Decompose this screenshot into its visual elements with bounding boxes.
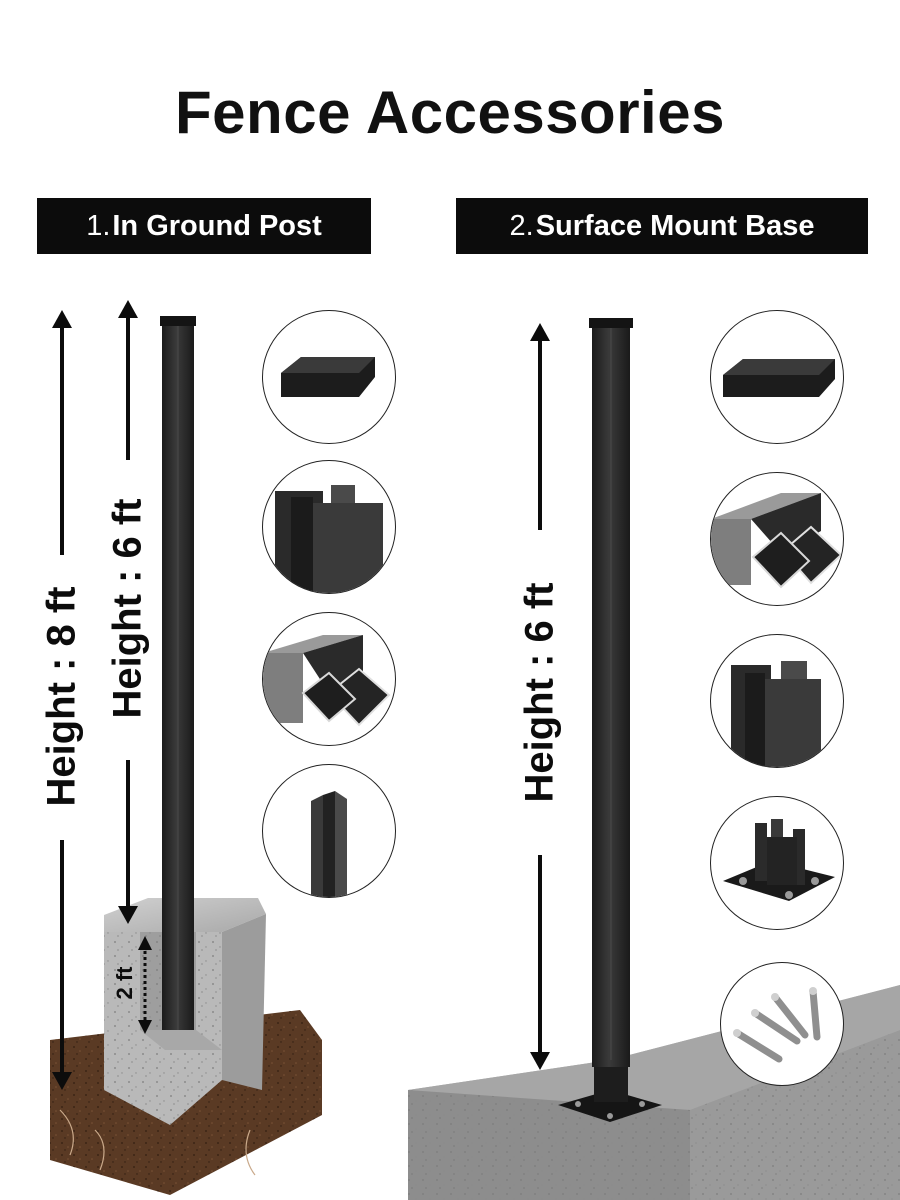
- page-title: Fence Accessories: [175, 79, 725, 146]
- height-6ft-arrow-right: [530, 323, 550, 1070]
- base-plate-icon: [710, 796, 844, 930]
- anchor-bolts-icon: [720, 962, 844, 1086]
- post-profile-icon: [262, 460, 396, 594]
- post-cap-icon: [710, 310, 844, 444]
- height-6ft-label-right: Height : 6 ft: [517, 582, 562, 803]
- height-6ft-arrow: [118, 300, 138, 924]
- height-8ft-arrow: [52, 310, 72, 1090]
- section-label-text: Surface Mount Base: [535, 209, 815, 242]
- height-6ft-label: Height : 6 ft: [105, 498, 150, 719]
- post-profile-icon: [710, 634, 844, 768]
- post-section-icon: [710, 472, 844, 606]
- height-8ft-label: Height : 8 ft: [39, 586, 84, 807]
- section-label-surface-mount-base: 2. Surface Mount Base: [456, 198, 868, 254]
- depth-2ft-arrow: [138, 936, 152, 1034]
- post-cap-icon: [262, 310, 396, 444]
- u-channel-icon: [262, 764, 396, 898]
- post-section-icon: [262, 612, 396, 746]
- section-label-in-ground-post: 1. In Ground Post: [37, 198, 371, 254]
- surface-mount-post: [589, 318, 633, 1067]
- section-label-text: In Ground Post: [112, 209, 322, 242]
- in-ground-post: [160, 316, 196, 1030]
- section-number: 1.: [86, 209, 111, 242]
- depth-2ft-label: 2 ft: [112, 966, 137, 1000]
- section-number: 2.: [509, 209, 534, 242]
